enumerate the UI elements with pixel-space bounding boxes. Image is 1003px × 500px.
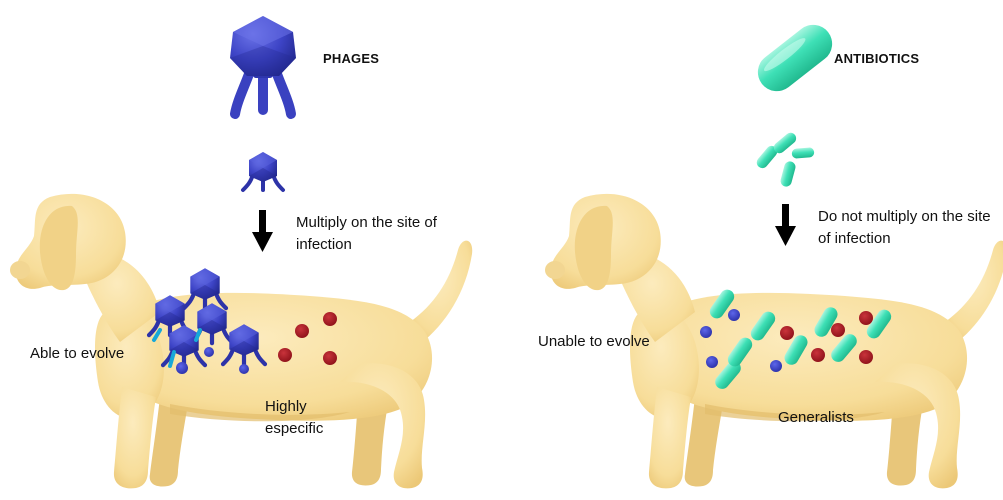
antibiotics-evolution-label: Unable to evolve (538, 331, 650, 353)
down-arrow-icon (252, 210, 273, 252)
phages-heading: PHAGES (323, 48, 379, 70)
phage-dose-icon (243, 152, 283, 190)
down-arrow-icon (775, 204, 796, 246)
antibiotics-heading: ANTIBIOTICS (834, 48, 919, 70)
antibiotics-specificity-label: Generalists (778, 407, 854, 429)
antibiotics-transfer-label: Do not multiply on the site of infection (818, 206, 996, 250)
antibiotic-dose-icon (754, 130, 814, 187)
phages-transfer-label: Multiply on the site of infection (296, 212, 481, 256)
phages-specificity-label: Highly especific (265, 396, 355, 440)
antibiotic-pill-icon (750, 17, 840, 99)
phage-icon (230, 16, 296, 114)
phages-evolution-label: Able to evolve (30, 343, 124, 365)
